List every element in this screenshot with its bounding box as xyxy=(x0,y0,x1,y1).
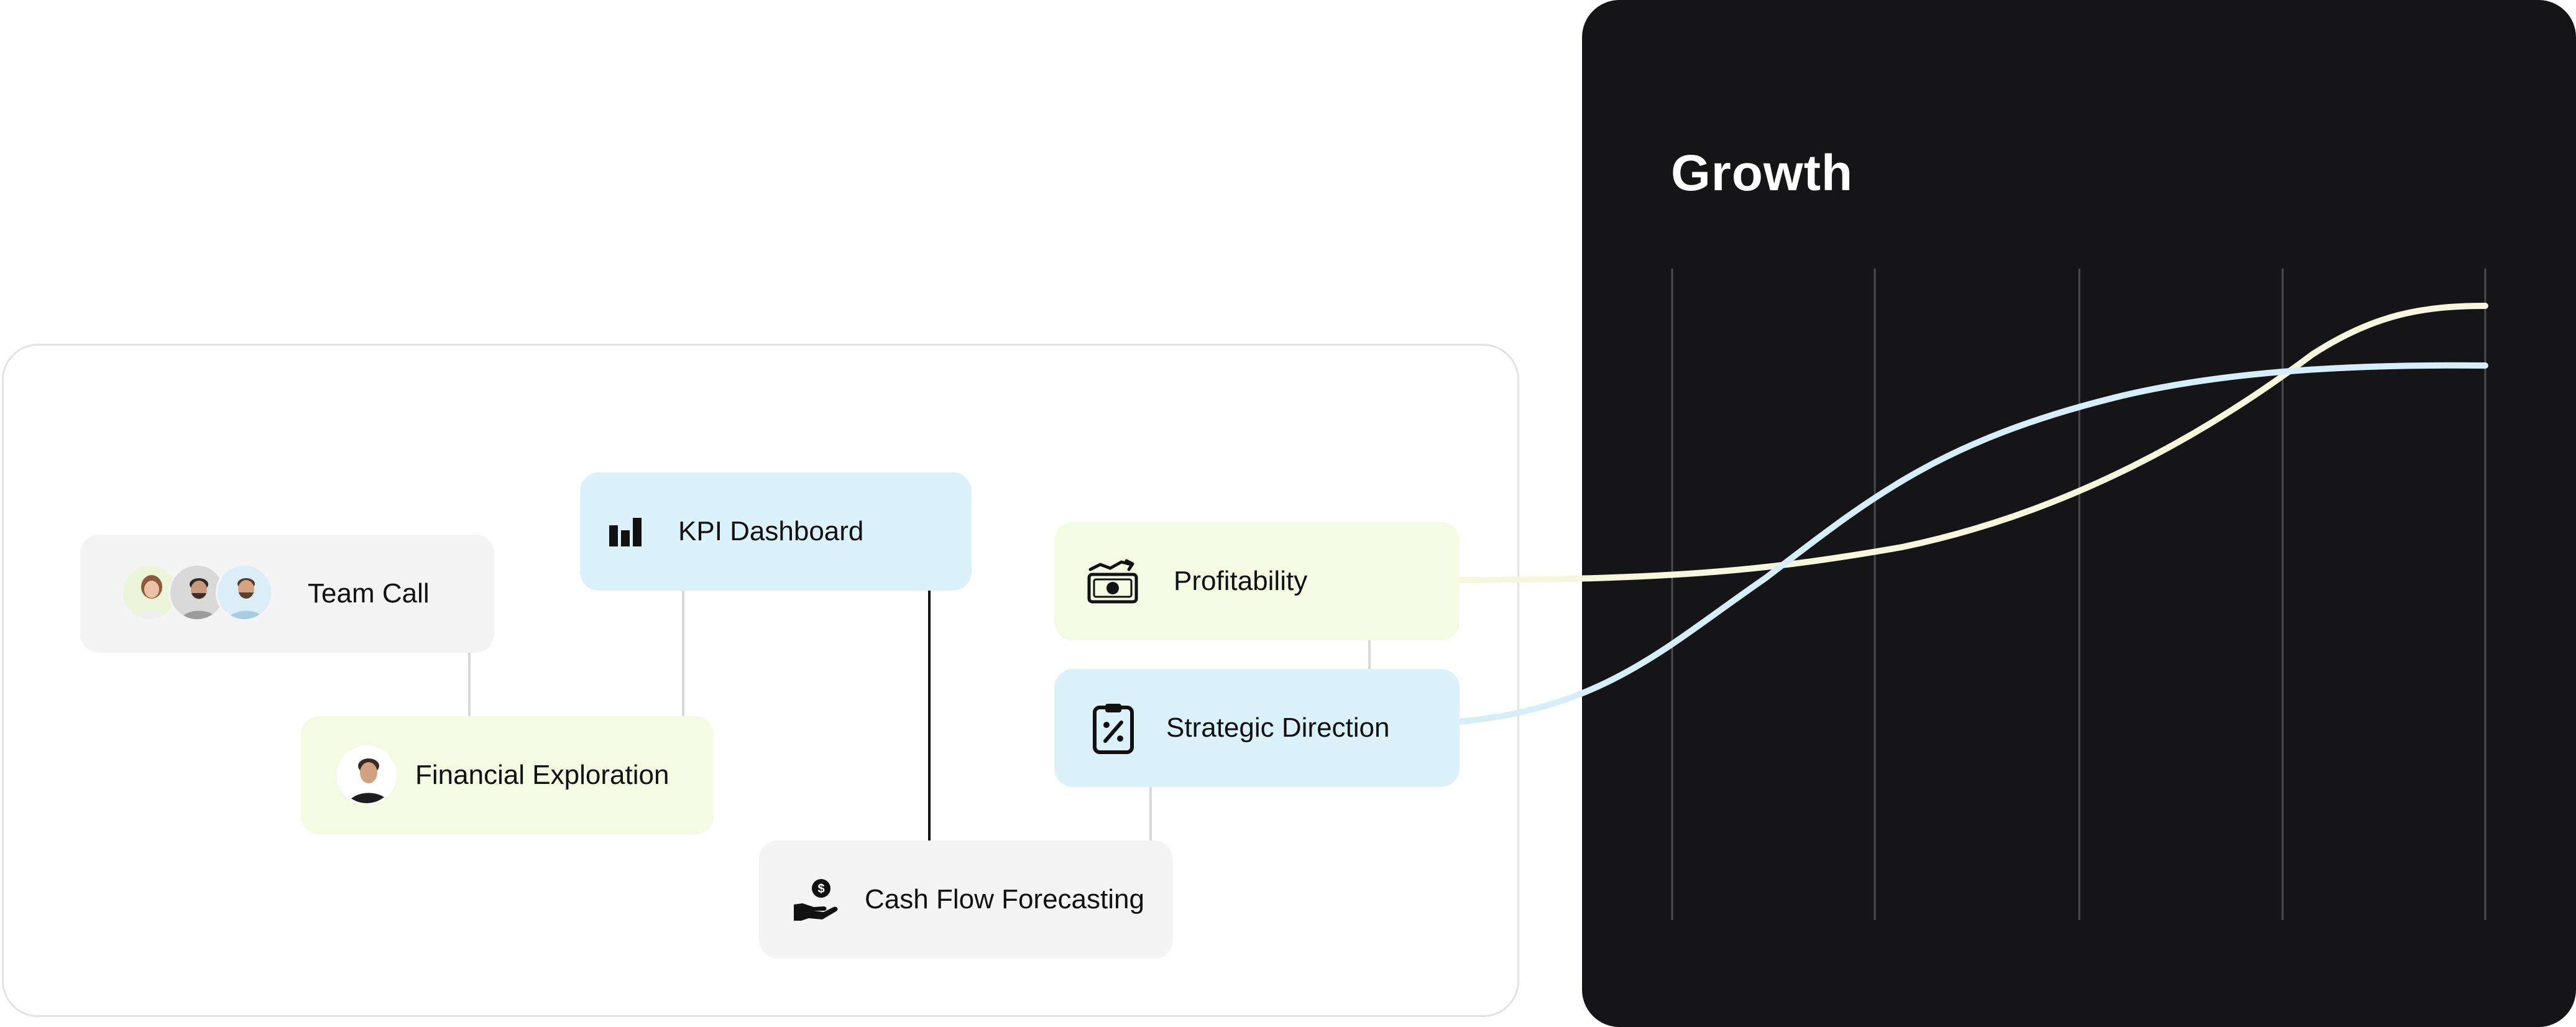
financial-exploration-card[interactable]: Financial Exploration xyxy=(301,716,714,834)
clipboard-percent-icon xyxy=(1092,701,1135,755)
profitability-curve xyxy=(1455,303,2488,583)
strategic-direction-curve xyxy=(1455,362,2488,725)
cash-flow-forecasting-label: Cash Flow Forecasting xyxy=(865,884,1144,914)
kpi-dashboard-card[interactable]: KPI Dashboard xyxy=(580,472,972,591)
team-call-card[interactable]: Team Call xyxy=(80,535,494,653)
strategic-direction-label: Strategic Direction xyxy=(1166,712,1390,743)
profitability-card[interactable]: Profitability xyxy=(1054,522,1460,640)
avatar xyxy=(121,564,178,621)
avatar xyxy=(337,745,397,805)
team-call-label: Team Call xyxy=(308,578,430,609)
banknote-trend-icon xyxy=(1087,558,1139,604)
kpi-dashboard-label: KPI Dashboard xyxy=(678,516,864,546)
strategic-direction-card[interactable]: Strategic Direction xyxy=(1054,669,1460,787)
svg-text:$: $ xyxy=(817,882,824,896)
growth-title: Growth xyxy=(1671,145,1853,201)
financial-exploration-label: Financial Exploration xyxy=(415,760,669,790)
profitability-label: Profitability xyxy=(1174,566,1308,596)
hand-dollar-icon: $ xyxy=(793,877,840,922)
avatar xyxy=(216,564,273,621)
bar-chart-icon xyxy=(607,513,644,550)
cash-flow-forecasting-card[interactable]: $ Cash Flow Forecasting xyxy=(759,840,1173,959)
team-avatars xyxy=(121,564,273,624)
avatar xyxy=(168,564,226,621)
chart-gridlines xyxy=(1671,269,2486,920)
